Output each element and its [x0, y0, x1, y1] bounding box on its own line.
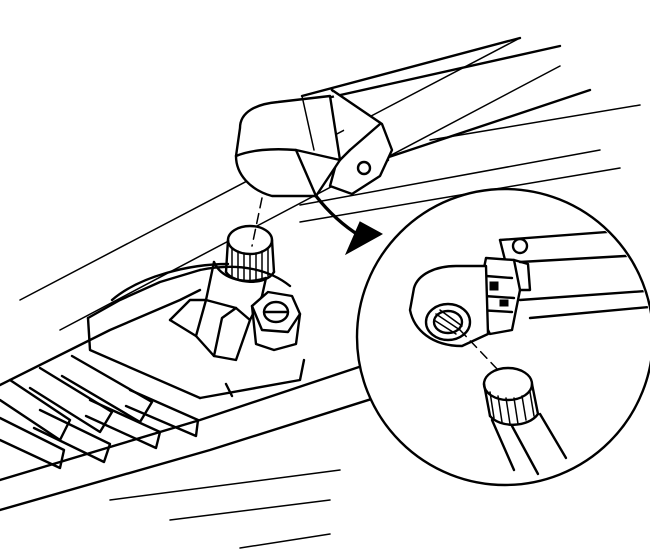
inset-pivot-shaft — [482, 366, 568, 476]
spline-ridges — [231, 247, 269, 283]
pivot-nut — [250, 290, 302, 352]
wiper-arm-head — [234, 94, 342, 198]
alignment-line — [251, 197, 263, 247]
detail-view-inset — [355, 187, 650, 487]
wiper-pivot-shaft — [168, 224, 302, 362]
inset-wiper-arm-head — [408, 264, 490, 348]
cowl-louvers — [0, 354, 200, 470]
wiper-arm-assembly — [234, 36, 592, 198]
direction-arrow-icon — [314, 194, 384, 256]
